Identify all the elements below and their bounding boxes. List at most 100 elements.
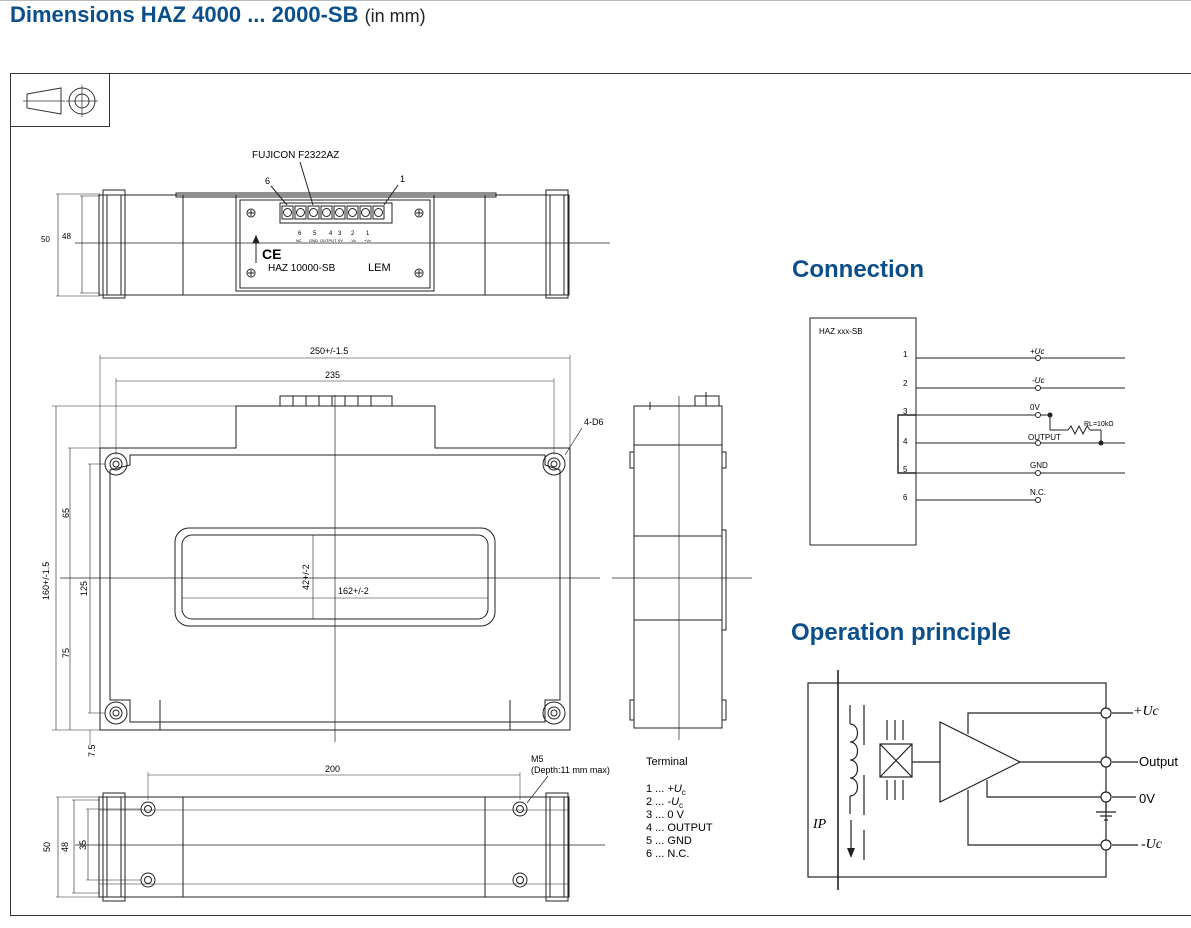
label-minus-uc: -Uc [1141,837,1162,852]
ce-mark: CE [262,246,281,262]
dim-200: 200 [325,764,340,774]
front-terminal-block [279,395,393,407]
dim-75: 75 [61,648,71,658]
label-plate [235,194,435,292]
operation-box [807,682,1107,878]
label-ip: IP [813,817,827,832]
label-output: Output [1139,754,1179,769]
terminal-screws [281,205,385,220]
side-view-body [633,405,723,729]
third-angle-projection-icon [23,85,98,117]
pin-number: 1 [366,231,370,237]
model-label: HAZ 10000-SB [268,263,336,274]
page-top-rule [0,0,1191,1]
label-plus-uc: +Uc [1133,704,1159,719]
page-title: Dimensions HAZ 4000 ... 2000-SB (in mm) [10,2,426,28]
connection-pin: 1 [903,350,908,359]
projection-symbol-box [10,73,110,127]
frame-bottom-border [10,915,1191,916]
pin-name: -Vc [350,238,356,243]
m5-hole-icons [140,801,528,888]
front-view-outline [99,405,571,731]
plate-screw-icons [246,208,424,278]
terminal-item: 4 ... OUTPUT [646,822,713,834]
connection-signal: +Uc [1030,347,1044,356]
dim-48-bottom: 48 [60,842,70,852]
pin-callout-1: 1 [400,174,405,184]
dim-42: 42+/-2 [301,564,311,590]
aperture-outer [174,527,496,627]
terminal-item: 3 ... 0 V [646,809,684,821]
connection-heading: Connection [792,256,924,283]
connection-box [809,317,917,546]
dim-162: 162+/-2 [338,586,369,596]
terminal-item: 6 ... N.C. [646,848,690,860]
terminal-item: 1 ... +Uc [646,783,686,798]
terminal-item: 5 ... GND [646,835,692,847]
top-view-right-end [545,189,569,299]
title-unit: (in mm) [364,6,426,26]
pin-number: 6 [298,231,302,237]
pin-callout-6: 6 [265,176,270,186]
resistor-icon [1067,424,1091,436]
brand-logo: LEM [368,262,391,274]
connection-signal: N.C. [1030,488,1046,497]
pin-number: 3 [338,231,342,237]
pin-name: 0V [338,238,343,243]
title-text: Dimensions HAZ 4000 ... 2000-SB [10,2,359,27]
top-view-left-end [102,189,126,299]
pin-number: 2 [351,231,355,237]
top-view-body [98,194,570,296]
thread-depth: (Depth:11 mm max) [531,765,610,775]
connection-pin: 2 [903,379,908,388]
current-arrow-icon [847,848,855,858]
label-0v: 0V [1139,791,1155,806]
connection-signal: -Uc [1032,376,1044,385]
dim-7-5: 7.5 [87,744,97,757]
dim-48-top: 48 [62,232,71,241]
side-terminal [694,395,720,407]
frame-top-border [10,73,1191,74]
dim-125: 125 [79,581,89,596]
pin-number: 4 [329,231,333,237]
pin-name: GND [309,238,318,243]
connection-pin: 3 [903,407,908,416]
mounting-hole-icons [104,452,566,725]
connection-signal: 0V [1030,403,1040,412]
resistor-label: RL=10kΩ [1084,421,1114,428]
dim-235: 235 [325,370,340,380]
amplifier-icon [939,721,1022,803]
terminal-block [279,202,393,224]
dim-35: 35 [78,840,88,850]
connection-signal: GND [1030,461,1048,470]
top-view-top-flange [175,192,497,198]
aperture-inner [181,534,489,620]
pin-name: OUTPUT [320,238,337,243]
coil-icon [849,723,859,797]
connection-signal: OUTPUT [1028,433,1061,442]
dim-65: 65 [61,508,71,518]
operation-heading: Operation principle [791,619,1012,646]
pin-number: 5 [313,231,317,237]
connector-label: FUJICON F2322AZ [252,150,339,161]
dim-50-top: 50 [41,235,50,244]
pin-name: NC [296,238,302,243]
dim-250: 250+/-1.5 [310,346,348,356]
thread-callout: M5 [531,754,544,764]
dim-160: 160+/-1.5 [41,562,51,600]
bottom-view-body [98,796,570,898]
pin-name: +Vc [364,238,371,243]
connection-pin: 4 [903,437,908,446]
hall-sensor-icon [879,743,913,778]
frame-left-border [10,73,11,916]
connection-pin: 5 [903,465,908,474]
connection-box-label: HAZ xxx-SB [819,327,863,336]
connection-pin: 6 [903,493,908,502]
dim-50-bottom: 50 [42,842,52,852]
